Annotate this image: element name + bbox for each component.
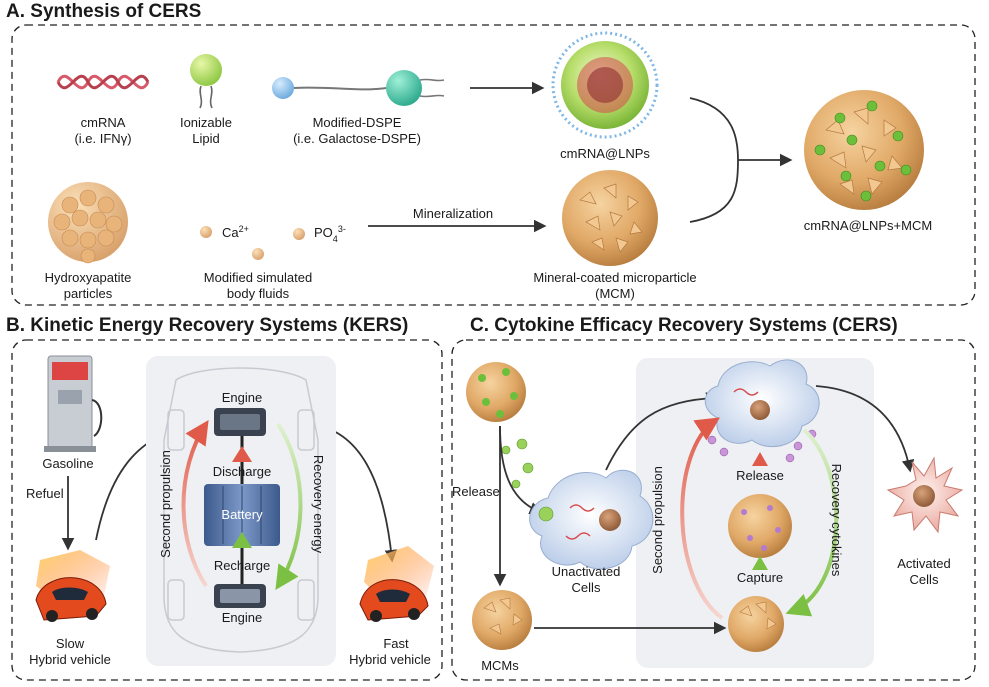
modified-dspe-label-line1: Modified-DSPE	[313, 115, 402, 130]
ion-icon	[252, 248, 264, 260]
engine-top-label: Engine	[222, 390, 262, 405]
fast-label-line1: Fast	[383, 636, 409, 651]
cers-second-propulsion-arrow	[680, 417, 724, 620]
recovery-cytokines-arrow	[785, 428, 839, 617]
lnp-label: cmRNA@LNPs	[560, 146, 650, 161]
capture-arrowhead	[752, 556, 768, 570]
recovery-cytokines-label: Recovery cytokines	[829, 464, 844, 577]
panel-c-frame	[451, 339, 976, 681]
release-center-arrowhead	[752, 452, 768, 466]
unactivated-label-line2: Cells	[572, 580, 601, 595]
panel-a-frame	[11, 24, 976, 306]
ionizable-lipid-label-line2: Lipid	[192, 131, 219, 146]
gasoline-label: Gasoline	[42, 456, 93, 471]
panel-a-title: A. Synthesis of CERS	[6, 1, 201, 22]
hydroxyapatite-label-line1: Hydroxyapatite	[45, 270, 132, 285]
engine-top-icon	[214, 408, 266, 436]
second-propulsion-arrow	[181, 419, 209, 588]
cmrna-label-line1: cmRNA	[81, 115, 126, 130]
mineralization-label: Mineralization	[413, 206, 493, 221]
ca-ion-icon	[200, 226, 212, 238]
recovery-energy-arrow	[275, 422, 303, 591]
cells-to-activated-arrow	[605, 392, 719, 471]
release-center-label: Release	[736, 468, 784, 483]
battery-label: Battery	[221, 507, 263, 522]
panel-a: A. Synthesis of CERS cmRNA (i.e. IFNγ) I…	[6, 1, 976, 306]
activated-label-line2: Cells	[910, 572, 939, 587]
recharge-label: Recharge	[214, 558, 270, 573]
battery-icon	[204, 484, 280, 546]
discharge-label: Discharge	[213, 464, 272, 479]
mcms-icon	[472, 590, 532, 650]
slow-label-line1: Slow	[56, 636, 85, 651]
product-label: cmRNA@LNPs+MCM	[804, 218, 932, 233]
release-left-label: Release	[452, 484, 500, 499]
fast-car-icon	[359, 546, 434, 622]
cmrna-icon	[56, 74, 150, 90]
mcm-label-line1: Mineral-coated microparticle	[533, 270, 696, 285]
mcm-icon	[562, 170, 658, 266]
po4-ion-icon	[293, 228, 305, 240]
lnp-icon	[551, 31, 659, 139]
unactivated-label-line1: Unactivated	[552, 564, 621, 579]
cmrna-label-line2: (i.e. IFNγ)	[74, 131, 131, 146]
capture-mcm-icon	[728, 494, 792, 558]
hydroxyapatite-icon	[48, 182, 128, 264]
activated-label-line1: Activated	[897, 556, 950, 571]
slow-label-line2: Hybrid vehicle	[29, 652, 111, 667]
activated-cell-icon	[886, 456, 964, 534]
engine-bottom-icon	[214, 584, 266, 608]
gas-pump-icon	[44, 355, 103, 452]
refuel-label: Refuel	[26, 486, 64, 501]
mcms-label: MCMs	[481, 658, 519, 673]
ca-ion-label: Ca2+	[222, 224, 249, 240]
second-propulsion-label: Second propulsion	[158, 450, 173, 558]
discharge-arrowhead	[232, 446, 252, 462]
product-icon	[804, 90, 924, 210]
ionizable-lipid-label-line1: Ionizable	[180, 115, 232, 130]
recovery-energy-label: Recovery energy	[311, 455, 326, 554]
unactivated-cell-icon	[529, 469, 654, 570]
mcm-label-line2: (MCM)	[595, 286, 635, 301]
engine-bottom-label: Engine	[222, 610, 262, 625]
panel-b-frame	[11, 339, 443, 681]
po4-ion-label: PO43-	[314, 224, 346, 244]
merge-bracket	[689, 97, 739, 223]
chassis-outline	[163, 367, 319, 653]
cers-second-propulsion-label: Second propulsion	[650, 466, 665, 574]
modified-dspe-label-line2: (i.e. Galactose-DSPE)	[293, 131, 421, 146]
recharge-arrowhead	[232, 532, 252, 548]
capture-label: Capture	[737, 570, 783, 585]
hydroxyapatite-label-line2: particles	[64, 286, 113, 301]
slow-car-icon	[35, 550, 110, 622]
to-activated-arrow	[815, 385, 915, 473]
panel-c: C. Cytokine Efficacy Recovery Systems (C…	[451, 315, 976, 681]
panel-c-title: C. Cytokine Efficacy Recovery Systems (C…	[470, 315, 898, 336]
fast-label-line2: Hybrid vehicle	[349, 652, 431, 667]
loaded-mcm-icon	[466, 362, 526, 422]
sbf-label-line1: Modified simulated	[204, 270, 312, 285]
panel-b: B. Kinetic Energy Recovery Systems (KERS…	[6, 315, 443, 681]
panel-b-title: B. Kinetic Energy Recovery Systems (KERS…	[6, 315, 408, 336]
released-lnp-icons	[501, 438, 534, 489]
modified-dspe-icon	[272, 70, 445, 106]
ionizable-lipid-icon	[190, 54, 222, 109]
sbf-label-line2: body fluids	[227, 286, 290, 301]
cycle-mcm-icon	[728, 596, 784, 652]
release-to-cells-arrow	[499, 425, 543, 515]
